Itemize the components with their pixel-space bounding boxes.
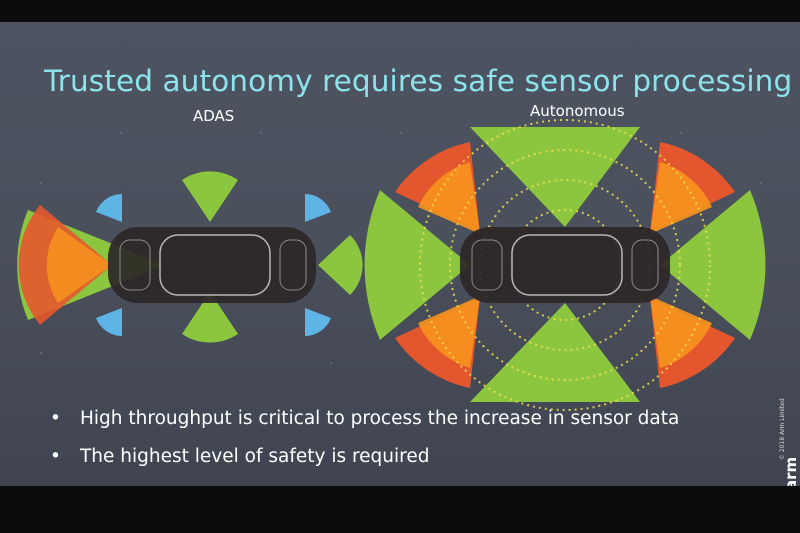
- bullet-dot-icon: •: [50, 446, 61, 467]
- adas-corner-sensor-rear-bottom: [305, 308, 331, 336]
- adas-corner-sensor-front-top: [96, 194, 122, 222]
- adas-front-radar-inner-cone: [46, 227, 112, 303]
- autonomous-label: Autonomous: [530, 102, 625, 120]
- autonomous-car-hood: [471, 239, 503, 291]
- auto-bottom-side-cone: [470, 303, 640, 402]
- adas-car-body: [108, 227, 316, 303]
- copyright-notice: © 2018 Arm Limited: [779, 398, 786, 460]
- auto-radar-inner-front-bottom: [418, 296, 480, 368]
- bullet-text: High throughput is critical to process t…: [80, 408, 680, 429]
- adas-sensor-diagram: [17, 171, 363, 343]
- adas-rear-camera-cone: [318, 235, 363, 295]
- bullet-item: • High throughput is critical to process …: [50, 400, 679, 438]
- auto-rear-long-range-cone: [660, 190, 766, 340]
- adas-top-camera-cone: [182, 171, 238, 222]
- bullet-item: • The highest level of safety is required: [50, 438, 679, 476]
- adas-bottom-camera-cone: [182, 292, 238, 343]
- adas-car-trunk: [279, 239, 307, 291]
- bullet-list: • High throughput is critical to process …: [50, 400, 679, 476]
- adas-corner-sensor-rear-top: [305, 194, 331, 222]
- auto-top-side-cone: [470, 127, 640, 227]
- auto-radar-inner-rear-top: [650, 162, 712, 234]
- auto-front-long-range-cone: [364, 190, 470, 340]
- bullet-text: The highest level of safety is required: [80, 446, 430, 467]
- auto-radar-inner-front-top: [418, 162, 480, 234]
- arm-logo: arm: [782, 457, 800, 486]
- autonomous-sensor-diagram: [364, 119, 766, 411]
- arm-branding: arm © 2018 Arm Limited: [779, 398, 800, 486]
- autonomous-car-body: [460, 227, 670, 303]
- adas-car-hood: [119, 239, 151, 291]
- autonomous-car-cabin: [511, 234, 623, 296]
- slide-title: Trusted autonomy requires safe sensor pr…: [44, 64, 793, 98]
- adas-corner-sensor-front-bottom: [96, 308, 122, 336]
- presentation-slide: Trusted autonomy requires safe sensor pr…: [0, 22, 800, 486]
- autonomous-car-trunk: [631, 239, 659, 291]
- auto-radar-inner-rear-bottom: [650, 296, 712, 368]
- bullet-dot-icon: •: [50, 408, 61, 429]
- adas-label: ADAS: [193, 107, 235, 125]
- adas-car-cabin: [159, 234, 271, 296]
